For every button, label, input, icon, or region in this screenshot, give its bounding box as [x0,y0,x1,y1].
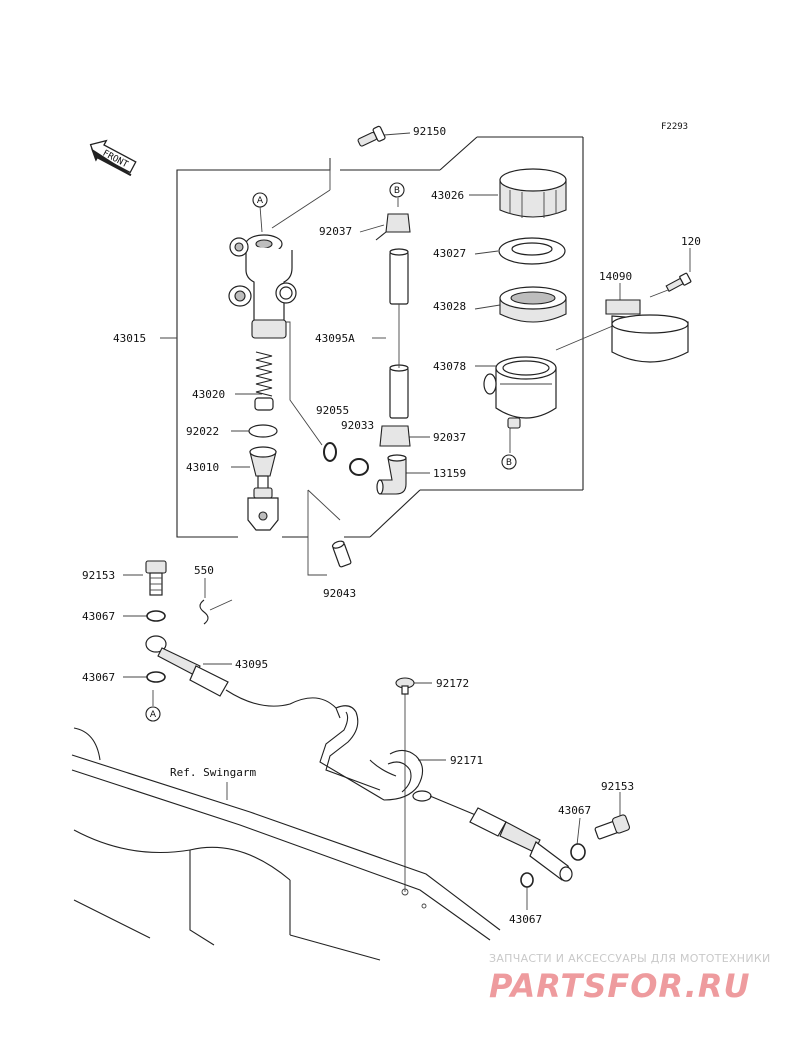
label-43067-d: 43067 [509,913,542,926]
callout-a-bottom: A [145,706,161,722]
bracket-14090 [605,299,689,363]
clamp-92037-bottom [379,425,411,447]
circlip-92033 [349,458,369,476]
label-92033: 92033 [341,419,374,432]
plate-43027 [498,237,566,265]
label-43067-a: 43067 [82,610,115,623]
label-43067-c: 43067 [558,804,591,817]
figure-code: F2293 [661,122,688,132]
part-labels: 92150 43026 92037 43027 43028 120 14090 … [82,125,701,926]
brake-hose [225,689,341,719]
label-ref-swingarm: Ref. Swingarm [170,766,256,779]
master-cylinder-body [228,234,297,339]
reservoir-43078 [483,356,557,429]
svg-text:B: B [506,458,512,468]
svg-text:A: A [150,710,157,720]
bolt-120 [665,272,692,292]
label-92150: 92150 [413,125,446,138]
svg-text:B: B [394,186,400,196]
label-14090: 14090 [599,270,632,283]
callout-a-top: A [252,192,268,208]
watermark: ЗАПЧАСТИ И АКСЕССУАРЫ ДЛЯ МОТОТЕХНИКИ PA… [489,952,771,1005]
pin-92043 [331,540,352,568]
front-arrow-icon: FRONT [89,139,137,177]
label-43095a: 43095A [315,332,355,345]
diaphragm-43028 [499,286,567,323]
label-43095: 43095 [235,658,268,671]
label-92043: 92043 [323,587,356,600]
hose-guide-92171 [319,705,432,802]
label-43028: 43028 [433,300,466,313]
bolt-92153-right [594,814,631,840]
washer-43067-c [570,843,586,861]
screw-92172 [395,677,415,695]
label-43020: 43020 [192,388,225,401]
push-rod-43010 [247,446,279,531]
spring-43020 [254,351,274,411]
label-92153-left: 92153 [82,569,115,582]
label-92172: 92172 [436,677,469,690]
label-550: 550 [194,564,214,577]
callout-b-top: B [389,182,405,198]
label-43027: 43027 [433,247,466,260]
o-ring-92055 [323,442,337,462]
label-43026: 43026 [431,189,464,202]
label-43078: 43078 [433,360,466,373]
washer-43067-d [520,872,534,888]
callout-b-bottom: B [501,454,517,470]
svg-text:A: A [257,196,264,206]
reservoir-cap-43026 [499,168,567,218]
bolt-92153-left [145,560,167,596]
label-92171: 92171 [450,754,483,767]
leader-lines-upper [160,132,691,576]
label-43010: 43010 [186,461,219,474]
hose-end-fitting [429,795,573,882]
washer-43067-a [146,610,166,622]
label-92022: 92022 [186,425,219,438]
label-92037-bottom: 92037 [433,431,466,444]
elbow-13159 [376,454,407,495]
label-13159: 13159 [433,467,466,480]
swingarm-outline [71,727,501,961]
washer-43067-b [146,671,166,683]
label-43015: 43015 [113,332,146,345]
hose-43095a [389,248,409,419]
label-92153-right: 92153 [601,780,634,793]
label-92037-top: 92037 [319,225,352,238]
watermark-brand: PARTSFOR.RU [489,967,750,1005]
watermark-tagline: ЗАПЧАСТИ И АКСЕССУАРЫ ДЛЯ МОТОТЕХНИКИ [489,952,771,965]
clamp-92037-top [375,213,411,241]
label-43067-b: 43067 [82,671,115,684]
label-92055: 92055 [316,404,349,417]
hose-43095 [145,635,229,697]
clip-550 [199,599,209,625]
bolt-92150 [357,125,386,147]
ring-92022 [248,424,278,438]
label-120: 120 [681,235,701,248]
